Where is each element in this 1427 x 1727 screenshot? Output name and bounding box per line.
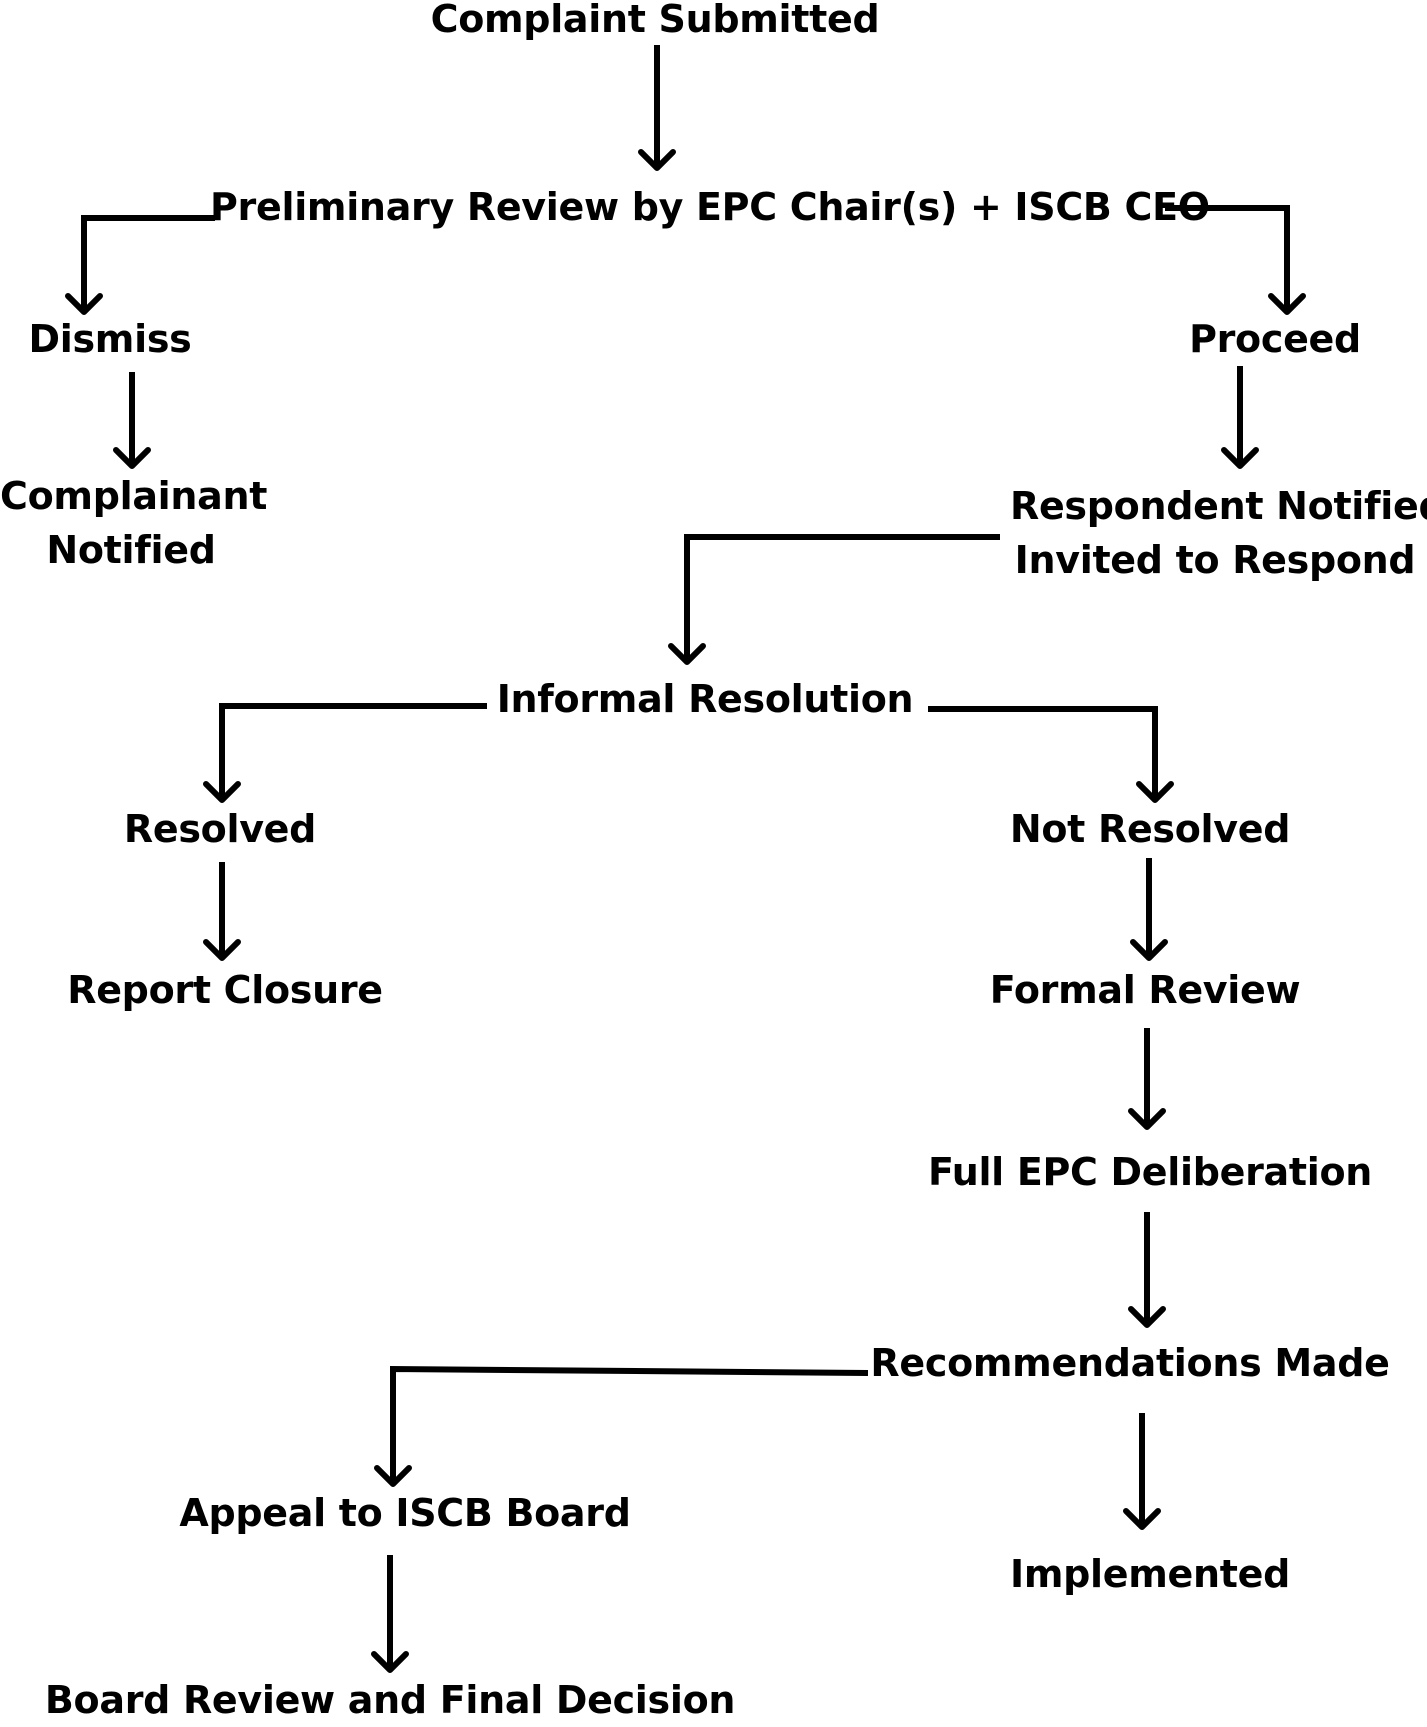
node-proceed: Proceed <box>1160 312 1390 366</box>
node-dismiss: Dismiss <box>10 312 210 366</box>
arrowhead-icon <box>668 643 706 665</box>
node-label-line-2: Invited to Respond <box>1014 538 1416 582</box>
arrowhead-icon <box>203 781 241 803</box>
arrowhead-icon <box>1123 1508 1161 1530</box>
node-label: Board Review and Final Decision <box>44 1678 736 1722</box>
node-preliminary-review: Preliminary Review by EPC Chair(s) + ISC… <box>210 180 1210 234</box>
node-label: Appeal to ISCB Board <box>179 1491 631 1535</box>
node-label: Implemented <box>1010 1552 1290 1596</box>
node-label: Report Closure <box>67 968 383 1012</box>
arrowhead-icon <box>1130 939 1168 961</box>
arrowhead-icon <box>1136 781 1174 803</box>
connector-recommendations-made-to-appeal-to-iscb-board <box>390 1365 869 1484</box>
connector-preliminary-review-to-dismiss <box>81 215 215 312</box>
node-appeal-to-iscb-board: Appeal to ISCB Board <box>165 1486 645 1540</box>
connector-respondent-notified-to-informal-resolution <box>684 534 1000 662</box>
node-respondent-notified: Respondent Notified, Invited to Respond <box>1010 479 1427 587</box>
connector-preliminary-review-to-proceed <box>1165 205 1290 312</box>
node-label: Recommendations Made <box>870 1341 1390 1385</box>
node-label: Formal Review <box>989 968 1301 1012</box>
arrowhead-icon <box>1221 447 1259 469</box>
node-recommendations-made: Recommendations Made <box>870 1336 1390 1390</box>
node-label: Dismiss <box>28 317 192 361</box>
arrowhead-icon <box>113 447 151 469</box>
arrowhead-icon <box>203 939 241 961</box>
node-label: Proceed <box>1189 317 1361 361</box>
node-implemented: Implemented <box>1000 1547 1300 1601</box>
node-label: Complaint Submitted <box>430 0 880 41</box>
node-label: Not Resolved <box>1009 807 1291 851</box>
node-label: Full EPC Deliberation <box>927 1150 1373 1194</box>
node-full-epc-deliberation: Full EPC Deliberation <box>925 1145 1375 1199</box>
node-label: Informal Resolution <box>496 677 914 721</box>
node-label-line-2: Notified <box>46 528 216 572</box>
connector-informal-resolution-to-not-resolved <box>928 706 1158 800</box>
arrowhead-icon <box>371 1651 409 1673</box>
node-board-review-final-decision: Board Review and Final Decision <box>40 1673 740 1727</box>
arrowhead-icon <box>374 1465 412 1487</box>
arrowhead-icon <box>65 293 103 315</box>
arrowhead-icon <box>1128 1306 1166 1328</box>
arrowhead-icon <box>1128 1108 1166 1130</box>
node-complainant-notified: Complainant Notified <box>0 469 268 577</box>
node-informal-resolution: Informal Resolution <box>480 672 930 726</box>
node-complaint-submitted: Complaint Submitted <box>380 0 930 46</box>
node-label-line-1: Respondent Notified, <box>1010 484 1427 528</box>
node-label: Preliminary Review by EPC Chair(s) + ISC… <box>210 185 1210 229</box>
node-label: Resolved <box>123 807 317 851</box>
arrowhead-icon <box>1268 293 1306 315</box>
node-label-line-1: Complainant <box>0 474 268 518</box>
node-not-resolved: Not Resolved <box>1000 802 1300 856</box>
connector-informal-resolution-to-resolved <box>219 703 487 800</box>
node-resolved: Resolved <box>100 802 340 856</box>
node-formal-review: Formal Review <box>980 963 1310 1017</box>
arrowhead-icon <box>638 149 676 171</box>
node-report-closure: Report Closure <box>55 963 395 1017</box>
